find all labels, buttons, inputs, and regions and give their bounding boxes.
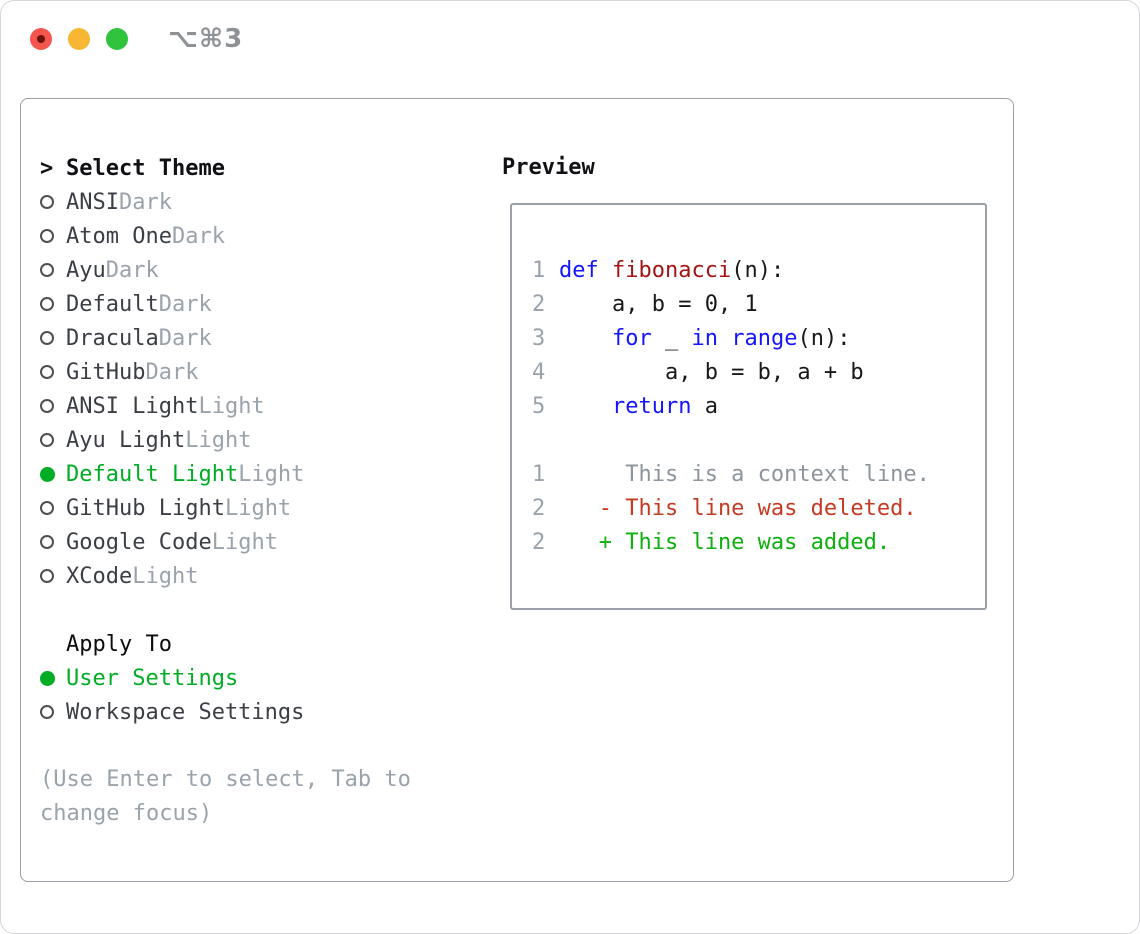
theme-option-github-light[interactable]: GitHub Light Light (40, 491, 411, 525)
radio-icon (40, 501, 66, 515)
option-label: GitHub Light (66, 495, 225, 521)
option-label: Dracula (66, 325, 159, 351)
radio-icon (40, 229, 66, 243)
variant-label: Dark (171, 223, 225, 249)
radio-icon (40, 433, 66, 447)
option-label: Ayu (66, 257, 106, 283)
prompt-cursor-icon: > (40, 155, 54, 181)
radio-icon (40, 195, 66, 209)
option-label: GitHub (66, 359, 146, 385)
theme-option-google-code[interactable]: Google Code Light (40, 525, 411, 559)
window-title: ⌥⌘3 (168, 24, 244, 54)
code-line: 4 a, b = b, a + b (532, 360, 864, 385)
option-label: Ayu Light (66, 427, 186, 453)
diff-line-deleted: 2 - This line was deleted. (532, 496, 917, 521)
variant-label: Light (132, 563, 199, 589)
minimize-button[interactable] (68, 28, 90, 50)
theme-option-ansi-light[interactable]: ANSI Light Light (40, 389, 411, 423)
variant-label: Dark (105, 257, 159, 283)
option-label: Atom One (66, 223, 172, 249)
option-label: ANSI Light (66, 393, 199, 419)
variant-label: Light (198, 393, 265, 419)
zoom-button[interactable] (106, 28, 128, 50)
option-label: Workspace Settings (66, 699, 305, 725)
apply-to-heading: Apply To (40, 627, 411, 661)
theme-option-ayu[interactable]: Ayu Dark (40, 253, 411, 287)
radio-icon (40, 705, 66, 719)
theme-option-xcode[interactable]: XCode Light (40, 559, 411, 593)
spacer (532, 424, 985, 458)
apply-option-workspace-settings[interactable]: Workspace Settings (40, 695, 411, 729)
radio-icon (40, 569, 66, 583)
variant-label: Dark (158, 291, 212, 317)
option-label: User Settings (66, 665, 239, 691)
option-label: ANSI (66, 189, 119, 215)
variant-label: Dark (158, 325, 212, 351)
radio-icon (40, 297, 66, 311)
radio-icon (40, 263, 66, 277)
radio-selected-icon (40, 466, 66, 482)
preview-heading: Preview (502, 155, 595, 180)
diff-line-context: 1 This is a context line. (532, 462, 930, 487)
radio-icon (40, 399, 66, 413)
variant-label: Light (211, 529, 278, 555)
variant-label: Light (185, 427, 252, 453)
radio-icon (40, 365, 66, 379)
code-line: 2 a, b = 0, 1 (532, 292, 758, 317)
radio-icon (40, 331, 66, 345)
theme-option-default[interactable]: Default Dark (40, 287, 411, 321)
option-label: Default Light (66, 461, 239, 487)
spacer (40, 593, 411, 627)
edited-indicator-icon (37, 35, 45, 43)
option-label: Google Code (66, 529, 212, 555)
variant-label: Dark (145, 359, 199, 385)
theme-option-ansi[interactable]: ANSI Dark (40, 185, 411, 219)
variant-label: Light (238, 461, 305, 487)
radio-selected-icon (40, 670, 66, 686)
theme-option-ayu-light[interactable]: Ayu Light Light (40, 423, 411, 457)
option-label: XCode (66, 563, 133, 589)
theme-option-atom-one[interactable]: Atom One Dark (40, 219, 411, 253)
theme-option-default-light[interactable]: Default Light Light (40, 457, 411, 491)
select-theme-heading: > Select Theme (40, 151, 411, 185)
close-button[interactable] (30, 28, 52, 50)
theme-option-dracula[interactable]: Dracula Dark (40, 321, 411, 355)
spacer (40, 729, 411, 763)
code-line: 5 return a (532, 394, 718, 419)
code-line: 3 for _ in range(n): (532, 326, 851, 351)
theme-option-github[interactable]: GitHub Dark (40, 355, 411, 389)
option-label: Default (66, 291, 159, 317)
help-text-line-2: change focus) (40, 801, 213, 826)
variant-label: Dark (118, 189, 172, 215)
select-theme-label: Select Theme (66, 155, 225, 181)
help-text-line-1: (Use Enter to select, Tab to (40, 767, 411, 792)
diff-line-added: 2 + This line was added. (532, 530, 891, 555)
apply-to-label: Apply To (66, 631, 172, 657)
diff-sample: 1 This is a context line. 2 - This line w… (532, 458, 985, 560)
title-bar: ⌥⌘3 (1, 1, 1139, 77)
radio-icon (40, 535, 66, 549)
apply-option-user-settings[interactable]: User Settings (40, 661, 411, 695)
variant-label: Light (224, 495, 292, 521)
